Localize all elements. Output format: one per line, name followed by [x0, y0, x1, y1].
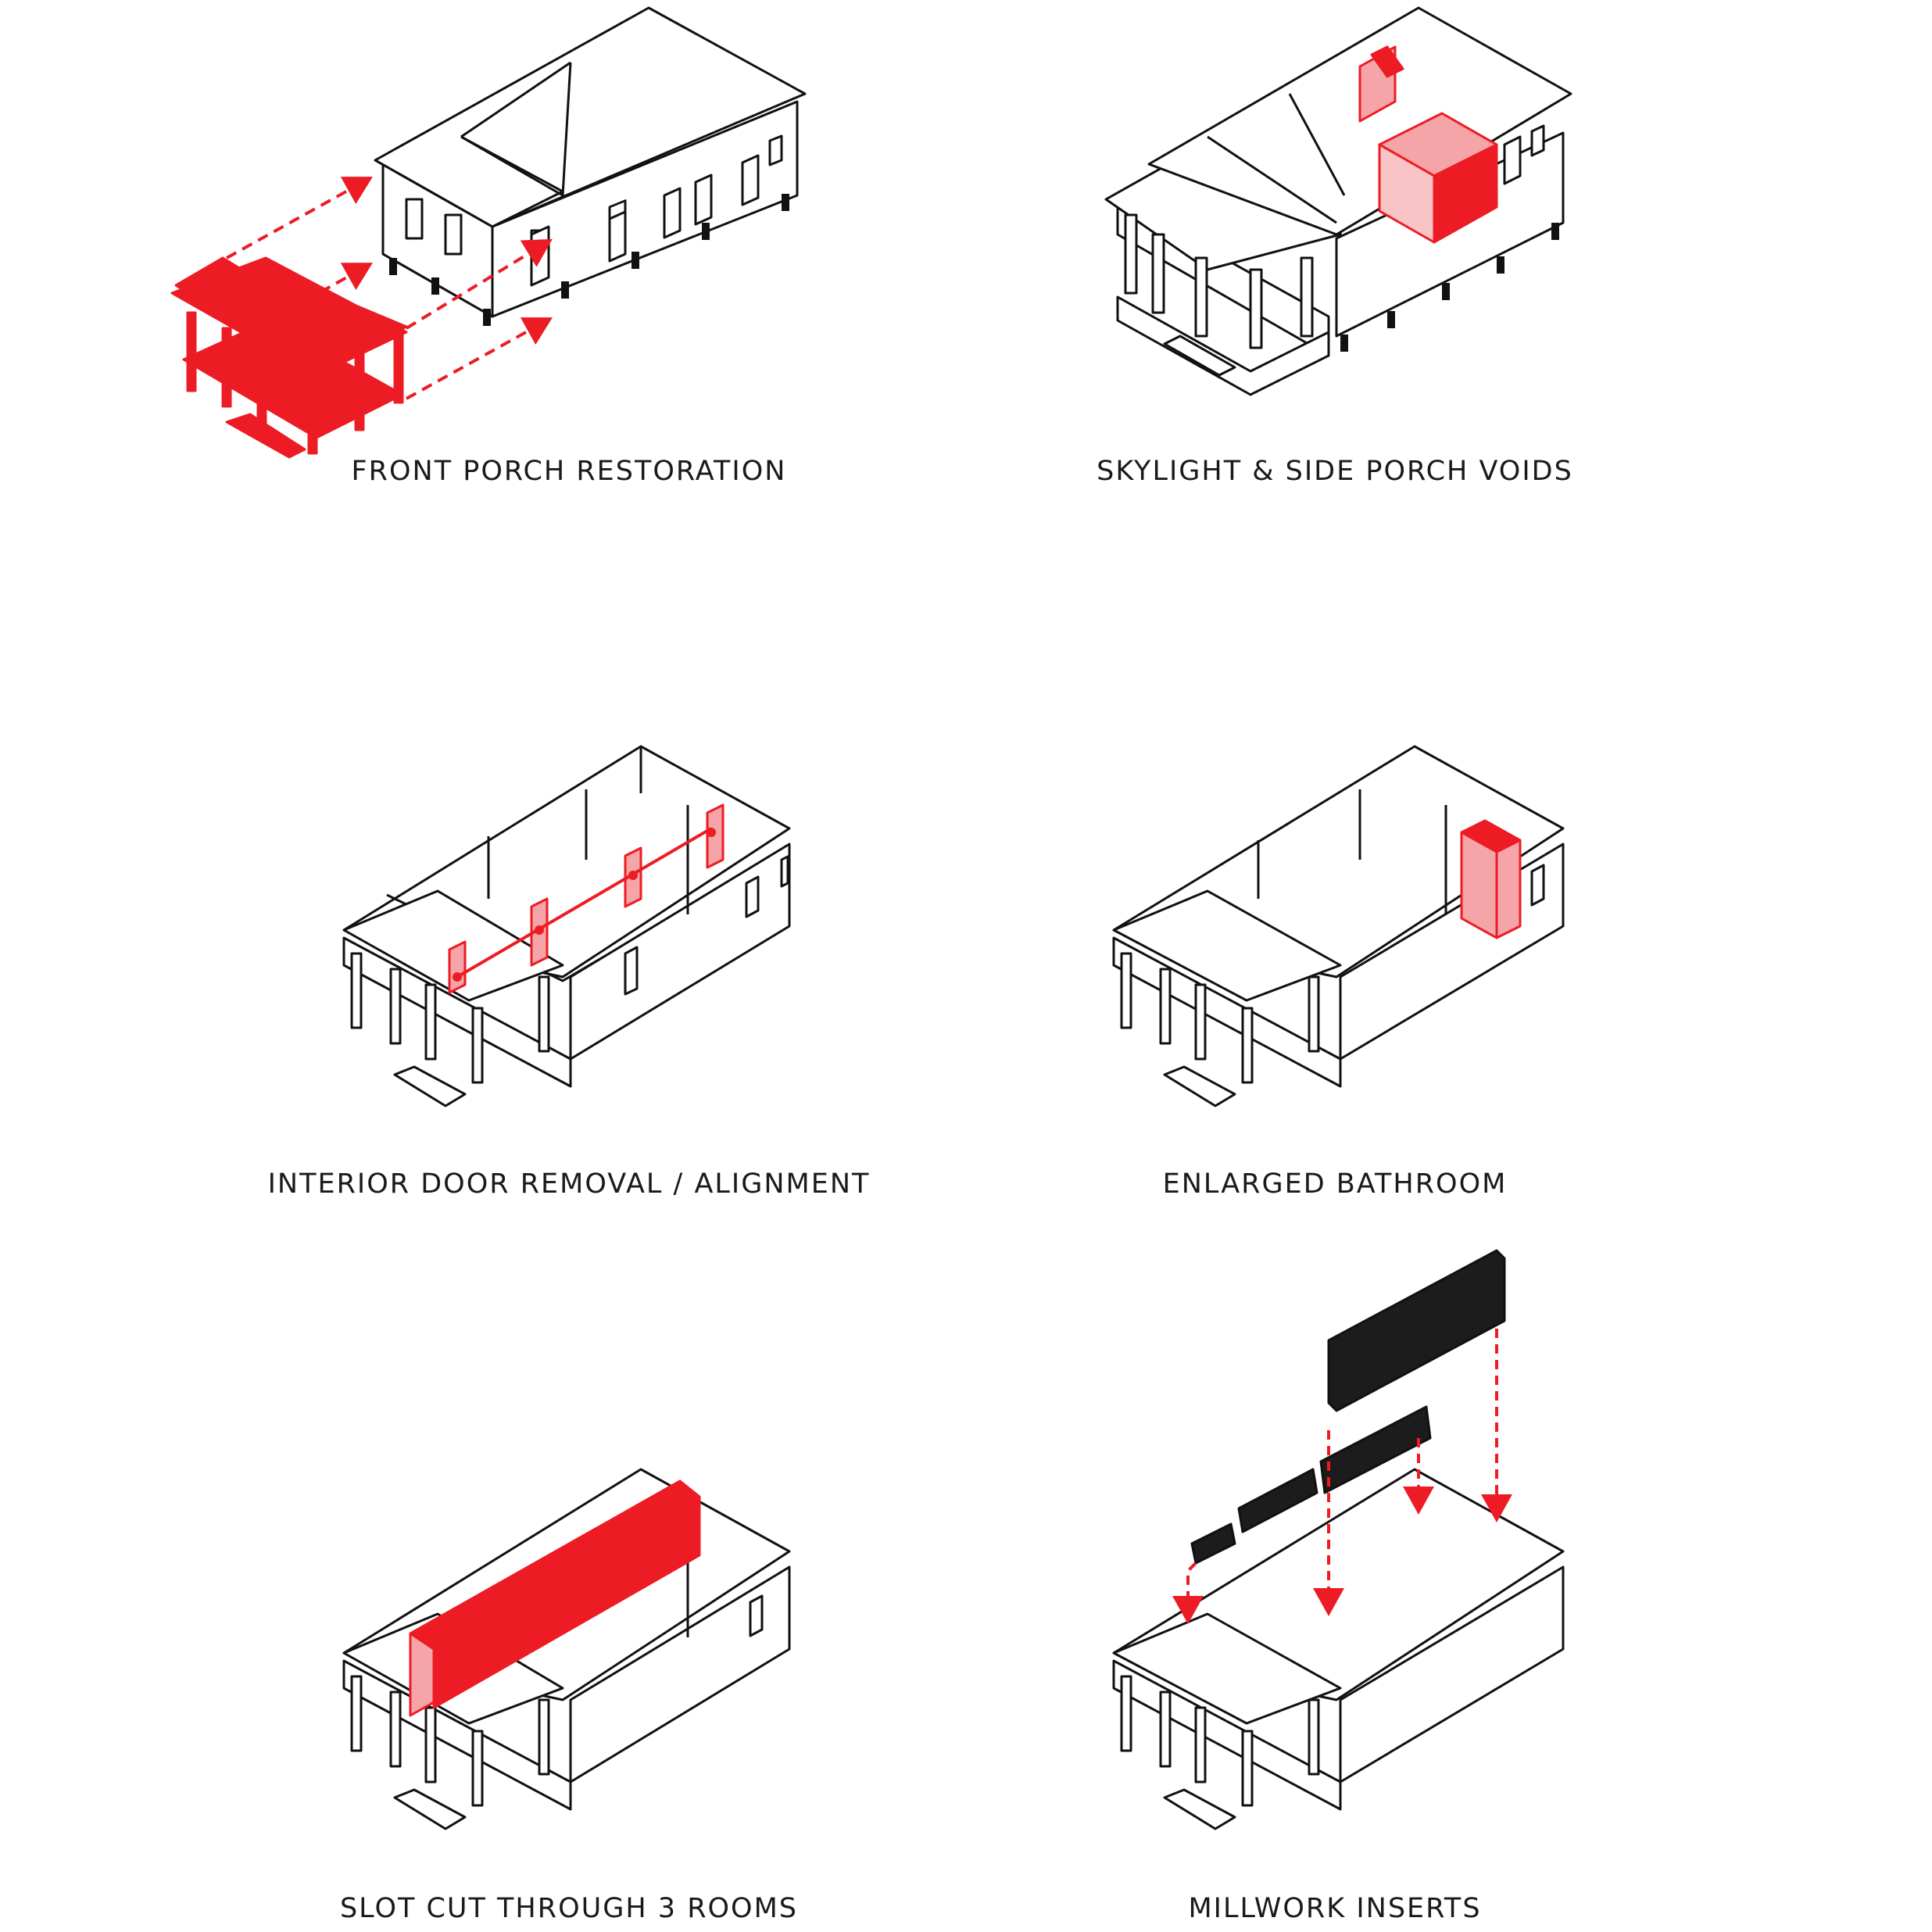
caption-front-porch: FRONT PORCH RESTORATION: [351, 456, 787, 487]
window: [1503, 135, 1522, 185]
house-right-wall: [569, 843, 791, 1061]
front-porch-red: [170, 256, 408, 459]
millwork-arrows: [1172, 1329, 1512, 1624]
porch-posts: [1124, 213, 1314, 349]
window: [1530, 124, 1545, 157]
panel-millwork: [1112, 1249, 1565, 1830]
porch-steps: [1163, 335, 1236, 377]
caption-interior-door: INTERIOR DOOR REMOVAL / ALIGNMENT: [267, 1168, 871, 1200]
window: [608, 210, 627, 263]
caption-millwork: MILLWORK INSERTS: [1188, 1893, 1482, 1924]
caption-slot-cut: SLOT CUT THROUGH 3 ROOMS: [339, 1893, 799, 1924]
piers: [1340, 223, 1559, 352]
millwork-pieces: [1190, 1249, 1506, 1565]
panel-bathroom: [1112, 745, 1565, 1107]
piers: [389, 194, 789, 326]
bathroom-red: [1460, 819, 1522, 939]
porch-steps: [393, 1788, 467, 1830]
caption-bathroom: ENLARGED BATHROOM: [1162, 1168, 1508, 1200]
window: [405, 198, 424, 240]
door-alignment-red: [448, 803, 724, 994]
window: [444, 213, 463, 256]
caption-skylight: SKYLIGHT & SIDE PORCH VOIDS: [1097, 456, 1573, 487]
slot-cut-red: [409, 1479, 701, 1717]
panel-front-porch: [170, 6, 807, 459]
side-porch-void: [1378, 112, 1498, 244]
window: [663, 187, 682, 239]
panel-skylight: [1104, 6, 1572, 396]
window: [780, 855, 789, 888]
window: [624, 946, 639, 996]
window: [768, 134, 783, 166]
porch-steps: [1163, 1788, 1236, 1830]
house-right-wall: [569, 1565, 791, 1784]
window: [741, 154, 760, 206]
porch-arrows: [226, 177, 553, 400]
window: [1530, 864, 1545, 907]
house-right-wall: [1339, 1565, 1565, 1784]
window: [749, 1594, 764, 1637]
panel-interior-door: [342, 745, 791, 1107]
porch-steps: [393, 1065, 467, 1107]
house-right-wall: [491, 100, 799, 318]
window: [694, 174, 713, 226]
porch-steps: [1163, 1065, 1236, 1107]
panel-slot-cut: [342, 1468, 791, 1830]
window: [745, 875, 760, 918]
door: [530, 225, 550, 287]
